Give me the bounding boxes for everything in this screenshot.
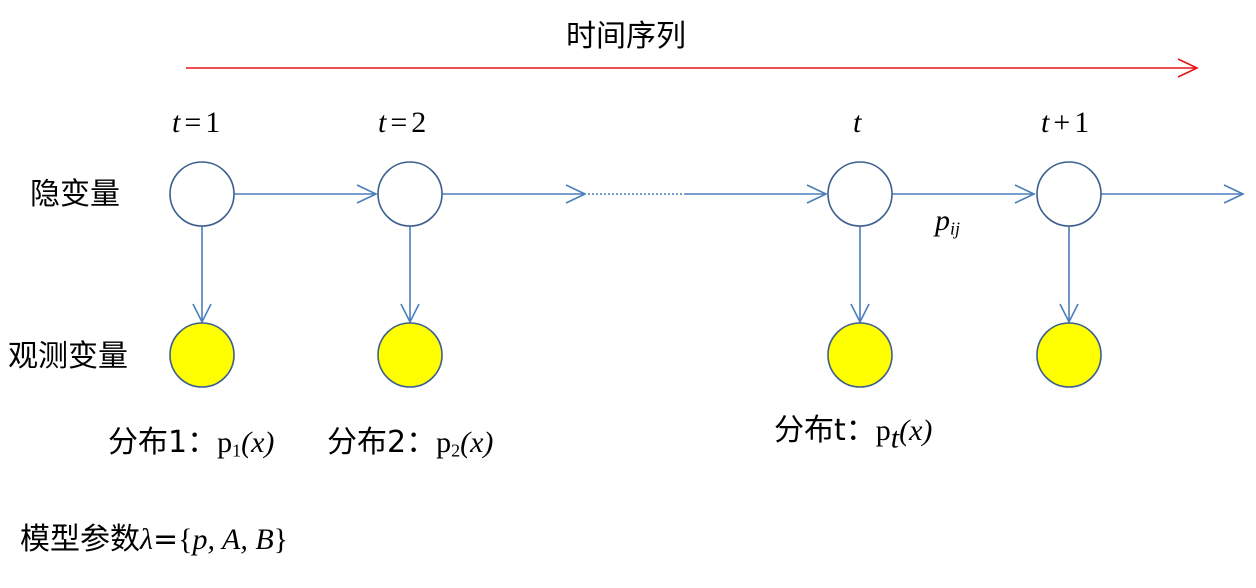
transition-edge-t-t1 [892,184,1036,204]
timeline-title: 时间序列 [566,19,686,54]
hidden-node-t [827,161,893,227]
observed-variable-label: 观测变量 [8,339,128,374]
distribution-label-1: 分布1：p1(x) [108,425,275,461]
emission-edge-t1 [1059,226,1079,324]
emission-edge-1 [192,226,212,324]
observed-node-t [827,322,893,388]
hidden-variable-label: 隐变量 [30,177,120,212]
hidden-node-1 [169,161,235,227]
distribution-label-2: 分布2：p2(x) [327,425,494,461]
hidden-node-t1 [1036,161,1102,227]
transition-prob-label: pij [935,204,961,239]
emission-edge-2 [400,226,420,324]
timeline-arrow [186,58,1199,78]
hidden-node-2 [377,161,443,227]
transition-edge-2-ellipsis [442,184,587,204]
time-label-t: t [853,106,862,139]
observed-node-1 [169,322,235,388]
time-label-t-plus-1: t+1 [1041,106,1090,139]
emission-edge-t [850,226,870,324]
transition-edge-ellipsis-t [684,184,828,204]
observed-node-t1 [1036,322,1102,388]
transition-edge-t1-next [1101,184,1245,204]
time-label-1: t=1 [172,106,221,139]
transition-edge-1-2 [234,184,378,204]
time-label-2: t=2 [378,106,427,139]
model-params-label: 模型参数λ={p, A, B} [20,522,289,557]
distribution-label-t: 分布t：pt(x) [774,413,933,455]
observed-node-2 [377,322,443,388]
